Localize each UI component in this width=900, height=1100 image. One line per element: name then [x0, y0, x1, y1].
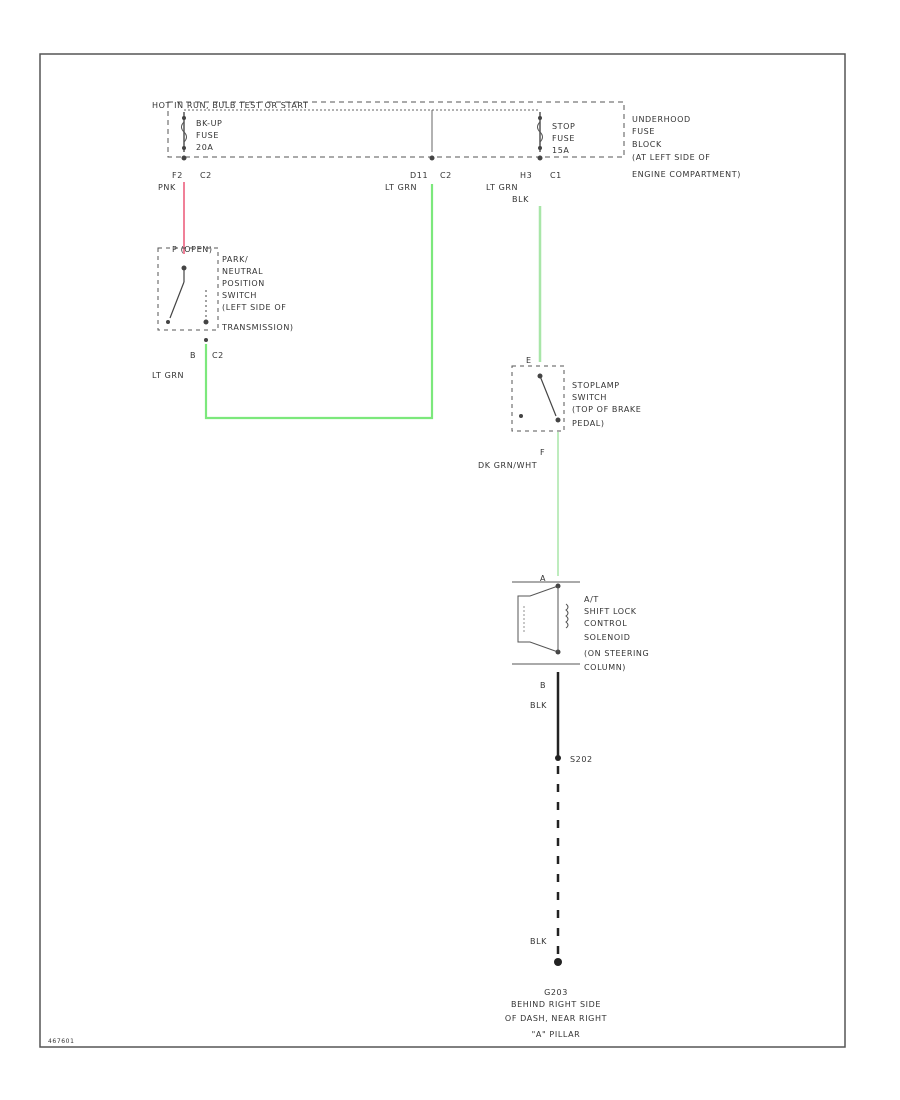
- diagram-id: 467601: [48, 1038, 75, 1045]
- stoplamp-top-pin: E: [526, 356, 532, 365]
- solenoid-name-3: CONTROL: [584, 619, 627, 628]
- wire-ltgrn-loop: [204, 184, 434, 420]
- ground-location-1: BEHIND RIGHT SIDE: [511, 1000, 601, 1009]
- fuse2-line2: FUSE: [552, 134, 575, 143]
- wire-mid-ltgrn-label: LT GRN: [385, 183, 417, 192]
- fuse-bkup: BK-UP FUSE 20A: [181, 112, 222, 152]
- fuse-block-label-4: (AT LEFT SIDE OF: [632, 153, 711, 162]
- fuse1-line2: FUSE: [196, 131, 219, 140]
- park-neutral-pin-b: B: [190, 351, 196, 360]
- wire-pnk-label: PNK: [158, 183, 176, 192]
- fuse1-line3: 20A: [196, 143, 213, 152]
- fuse-stop: STOP FUSE 15A: [537, 112, 576, 155]
- park-neutral-name-1: PARK/: [222, 255, 248, 264]
- stoplamp-name-2: SWITCH: [572, 393, 607, 402]
- ground-wire-label: BLK: [530, 937, 547, 946]
- fuse1-line1: BK-UP: [196, 119, 222, 128]
- park-neutral-name-6: TRANSMISSION): [221, 323, 294, 332]
- stoplamp-bottom-pin: F: [540, 448, 545, 457]
- park-neutral-name-3: POSITION: [222, 279, 265, 288]
- terminal-d11: [429, 155, 435, 161]
- pin-d11: D11: [410, 171, 428, 180]
- solenoid-name-4: SOLENOID: [584, 633, 631, 642]
- solenoid-name-6: COLUMN): [584, 663, 626, 672]
- park-neutral-name-4: SWITCH: [222, 291, 257, 300]
- park-neutral-switch-symbol: [166, 265, 209, 325]
- splice-s202: [555, 755, 561, 761]
- pin-f2: F2: [172, 171, 183, 180]
- stoplamp-switch-outline: [511, 365, 565, 432]
- fuse-block-label-3: BLOCK: [632, 140, 662, 149]
- ground-location-2: OF DASH, NEAR RIGHT: [505, 1014, 607, 1023]
- conn-left-c2: C2: [200, 171, 212, 180]
- ground-name: G203: [544, 988, 568, 997]
- park-neutral-wire-label: LT GRN: [152, 371, 184, 380]
- fuse-block-outline: [167, 101, 625, 158]
- stoplamp-switch-symbol: [519, 373, 561, 423]
- solenoid-name-2: SHIFT LOCK: [584, 607, 637, 616]
- splice-label: S202: [570, 755, 593, 764]
- solenoid-top-pin: A: [540, 574, 546, 583]
- solenoid-bottom-pin: B: [540, 681, 546, 690]
- diagram-frame: [39, 53, 846, 1048]
- ground-location-3: "A" PILLAR: [532, 1030, 581, 1039]
- fuse-block-label-2: FUSE: [632, 127, 655, 136]
- park-neutral-conn: C2: [212, 351, 224, 360]
- wire-right-blk-label: BLK: [512, 195, 529, 204]
- conn-right-c1: C1: [550, 171, 562, 180]
- solenoid-name-1: A/T: [584, 595, 599, 604]
- hot-in-run-label: HOT IN RUN, BULB TEST OR START: [152, 101, 308, 110]
- solenoid-symbol: [512, 581, 580, 665]
- terminal-f2: [181, 155, 187, 161]
- solenoid-name-5: (ON STEERING: [584, 649, 649, 658]
- fuse2-line3: 15A: [552, 146, 569, 155]
- park-neutral-name-5: (LEFT SIDE OF: [222, 303, 286, 312]
- stoplamp-name-4: PEDAL): [572, 419, 605, 428]
- park-neutral-name-2: NEUTRAL: [222, 267, 263, 276]
- terminal-h3: [537, 155, 543, 161]
- conn-mid-c2: C2: [440, 171, 452, 180]
- stoplamp-wire-label: DK GRN/WHT: [478, 461, 537, 470]
- solenoid-wire-label: BLK: [530, 701, 547, 710]
- stoplamp-name-3: (TOP OF BRAKE: [572, 405, 641, 414]
- stoplamp-name-1: STOPLAMP: [572, 381, 620, 390]
- fuse-block-label-1: UNDERHOOD: [632, 115, 691, 124]
- park-neutral-switch-outline: [157, 247, 219, 331]
- pin-h3: H3: [520, 171, 532, 180]
- ground-terminal-g203: [554, 958, 562, 966]
- park-neutral-top-label: P (OPEN): [172, 245, 213, 254]
- park-neutral-pin-b-terminal: [204, 338, 208, 342]
- fuse-block-label-5: ENGINE COMPARTMENT): [632, 170, 741, 179]
- fuse2-line1: STOP: [552, 122, 576, 131]
- wire-right-ltgrn-label: LT GRN: [486, 183, 518, 192]
